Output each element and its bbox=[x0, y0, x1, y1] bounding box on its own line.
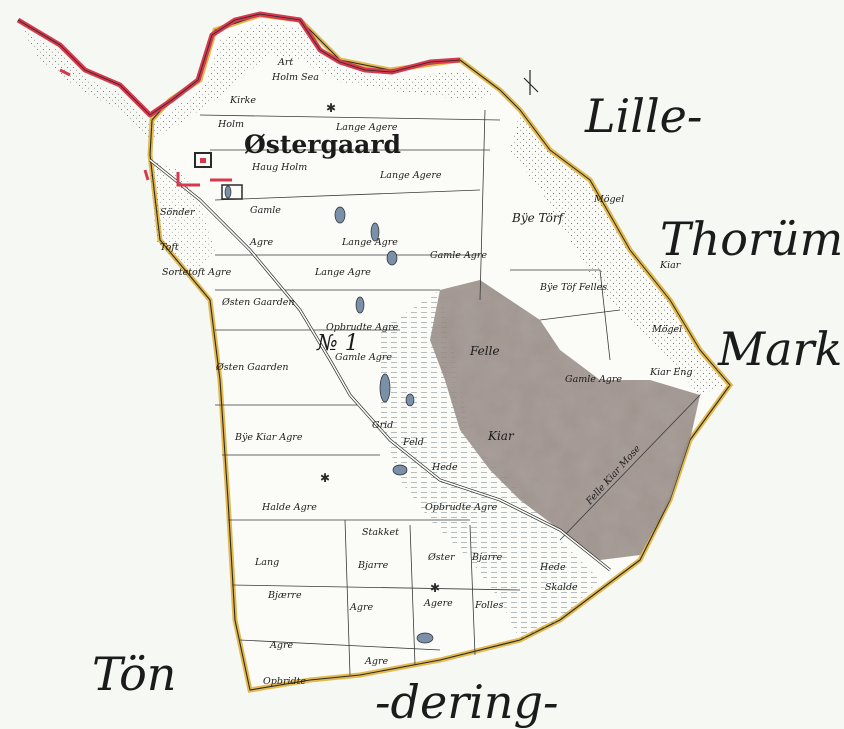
svg-text:Lange Agre: Lange Agre bbox=[341, 237, 398, 248]
svg-text:Halde Agre: Halde Agre bbox=[261, 502, 317, 513]
svg-text:Agre: Agre bbox=[364, 656, 388, 667]
label-dering: -dering- bbox=[375, 675, 559, 729]
svg-text:Agre: Agre bbox=[349, 602, 373, 613]
svg-text:Mögel: Mögel bbox=[651, 324, 682, 335]
svg-text:Lange Agre: Lange Agre bbox=[314, 267, 371, 278]
svg-text:Lange Agere: Lange Agere bbox=[379, 170, 442, 181]
svg-text:Opbridte: Opbridte bbox=[263, 676, 306, 687]
svg-text:Folles: Folles bbox=[474, 600, 503, 611]
svg-text:Gamle: Gamle bbox=[250, 205, 281, 216]
svg-text:Bÿe Törf: Bÿe Törf bbox=[511, 211, 566, 225]
svg-text:Skalde: Skalde bbox=[545, 582, 578, 593]
svg-text:Stakket: Stakket bbox=[362, 527, 399, 538]
svg-text:Østen Gaarden: Østen Gaarden bbox=[215, 362, 289, 373]
svg-text:Art: Art bbox=[277, 57, 293, 68]
svg-text:Felle: Felle bbox=[469, 344, 500, 358]
svg-text:Bÿe Kiar Agre: Bÿe Kiar Agre bbox=[234, 432, 303, 443]
svg-text:✱: ✱ bbox=[430, 581, 440, 595]
svg-text:Øster: Øster bbox=[427, 552, 456, 563]
svg-text:Bjarre: Bjarre bbox=[471, 552, 503, 563]
boundary-cross bbox=[523, 70, 539, 95]
label-lille: Lille- bbox=[584, 89, 702, 143]
svg-text:Haug Holm: Haug Holm bbox=[251, 162, 307, 173]
svg-text:Hede: Hede bbox=[431, 462, 458, 473]
svg-text:Agre: Agre bbox=[269, 640, 293, 651]
svg-text:Opbrudte Agre: Opbrudte Agre bbox=[326, 322, 399, 333]
estate-title: Østergaard bbox=[244, 130, 401, 159]
svg-text:Gamle Agre: Gamle Agre bbox=[430, 250, 487, 261]
svg-text:✱: ✱ bbox=[326, 101, 336, 115]
west-meadow bbox=[150, 160, 215, 270]
svg-text:Grid: Grid bbox=[372, 420, 393, 431]
svg-text:Toft: Toft bbox=[160, 242, 179, 253]
svg-text:Østen Gaarden: Østen Gaarden bbox=[221, 297, 295, 308]
east-meadow bbox=[510, 112, 725, 395]
svg-text:Kiar Eng: Kiar Eng bbox=[649, 367, 693, 378]
svg-text:Mögel: Mögel bbox=[593, 194, 624, 205]
svg-text:Feld: Feld bbox=[402, 437, 424, 448]
svg-text:Holm Sea: Holm Sea bbox=[271, 72, 319, 83]
label-thorum: Thorüm- bbox=[660, 212, 844, 266]
svg-text:Bjærre: Bjærre bbox=[267, 590, 302, 601]
svg-text:Agere: Agere bbox=[423, 598, 453, 609]
svg-text:Opbrudte Agre: Opbrudte Agre bbox=[425, 502, 498, 513]
svg-text:Sönder: Sönder bbox=[160, 207, 196, 218]
svg-text:Bÿe Töf Felles: Bÿe Töf Felles bbox=[539, 282, 607, 293]
svg-text:Bjarre: Bjarre bbox=[357, 560, 389, 571]
svg-text:Kiar: Kiar bbox=[487, 429, 515, 443]
svg-text:Holm: Holm bbox=[217, 119, 244, 130]
field-lines bbox=[199, 109, 701, 676]
svg-text:Gamle Agre: Gamle Agre bbox=[565, 374, 622, 385]
svg-text:Kirke: Kirke bbox=[229, 95, 256, 106]
svg-text:Kiar: Kiar bbox=[659, 260, 682, 271]
svg-text:Gamle Agre: Gamle Agre bbox=[335, 352, 392, 363]
estate-number: № 1 bbox=[316, 331, 359, 356]
svg-text:Lange Agere: Lange Agere bbox=[335, 122, 398, 133]
marker-stars: ✱ ✱ ✱ bbox=[320, 101, 440, 595]
svg-text:Sortetoft Agre: Sortetoft Agre bbox=[162, 267, 232, 278]
svg-text:✱: ✱ bbox=[320, 471, 330, 485]
label-ton: Tön bbox=[92, 647, 176, 701]
ponds bbox=[224, 185, 434, 644]
svg-text:Hede: Hede bbox=[539, 562, 566, 573]
north-meadow bbox=[20, 22, 495, 140]
label-mark: Mark. bbox=[717, 322, 844, 376]
village-buildings bbox=[59, 68, 243, 200]
svg-text:Agre: Agre bbox=[249, 237, 273, 248]
svg-text:Lang: Lang bbox=[254, 557, 279, 568]
